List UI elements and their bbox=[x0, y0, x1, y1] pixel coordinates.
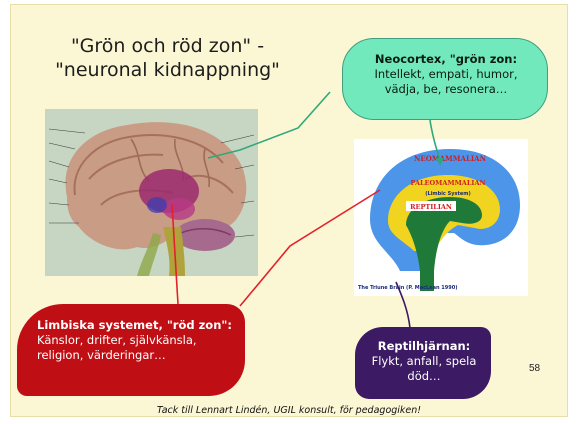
limbic-heading: Limbiska systemet, "röd zon": bbox=[37, 318, 232, 332]
footer-credit: Tack till Lennart Lindén, UGIL konsult, … bbox=[0, 405, 578, 416]
triune-caption: The Triune Brain (P. MacLean 1990) bbox=[358, 285, 458, 291]
neocortex-callout: Neocortex, "grön zon: Intellekt, empati,… bbox=[342, 38, 548, 120]
reptile-heading: Reptilhjärnan: bbox=[363, 339, 485, 354]
neomammalian-label: NEOMAMMALIAN bbox=[414, 154, 487, 163]
slide-number: 58 bbox=[529, 363, 540, 374]
title-line-1: "Grön och röd zon" - bbox=[40, 34, 295, 58]
page-title: "Grön och röd zon" - "neuronal kidnappni… bbox=[40, 34, 295, 82]
triune-brain-diagram: REPTILIAN NEOMAMMALIAN PALEOMAMMALIAN (L… bbox=[354, 139, 528, 296]
title-line-2: "neuronal kidnappning" bbox=[40, 58, 295, 82]
reptile-callout: Reptilhjärnan: Flykt, anfall, spela död… bbox=[355, 327, 491, 399]
neocortex-line-2: vädja, be, resonera… bbox=[355, 82, 537, 97]
limbic-callout: Limbiska systemet, "röd zon": Känslor, d… bbox=[17, 304, 245, 396]
limbic-system-label: (Limbic System) bbox=[425, 191, 471, 197]
neocortex-heading: Neocortex, "grön zon: bbox=[355, 52, 537, 67]
reptilian-label: REPTILIAN bbox=[410, 203, 452, 211]
limbic-body: Känslor, drifter, självkänsla, religion,… bbox=[37, 333, 197, 362]
reptile-body: Flykt, anfall, spela död… bbox=[363, 354, 485, 384]
paleomammalian-label: PALEOMAMMALIAN bbox=[411, 179, 486, 187]
neocortex-line-1: Intellekt, empati, humor, bbox=[355, 67, 537, 82]
brain-illustration bbox=[45, 109, 258, 276]
